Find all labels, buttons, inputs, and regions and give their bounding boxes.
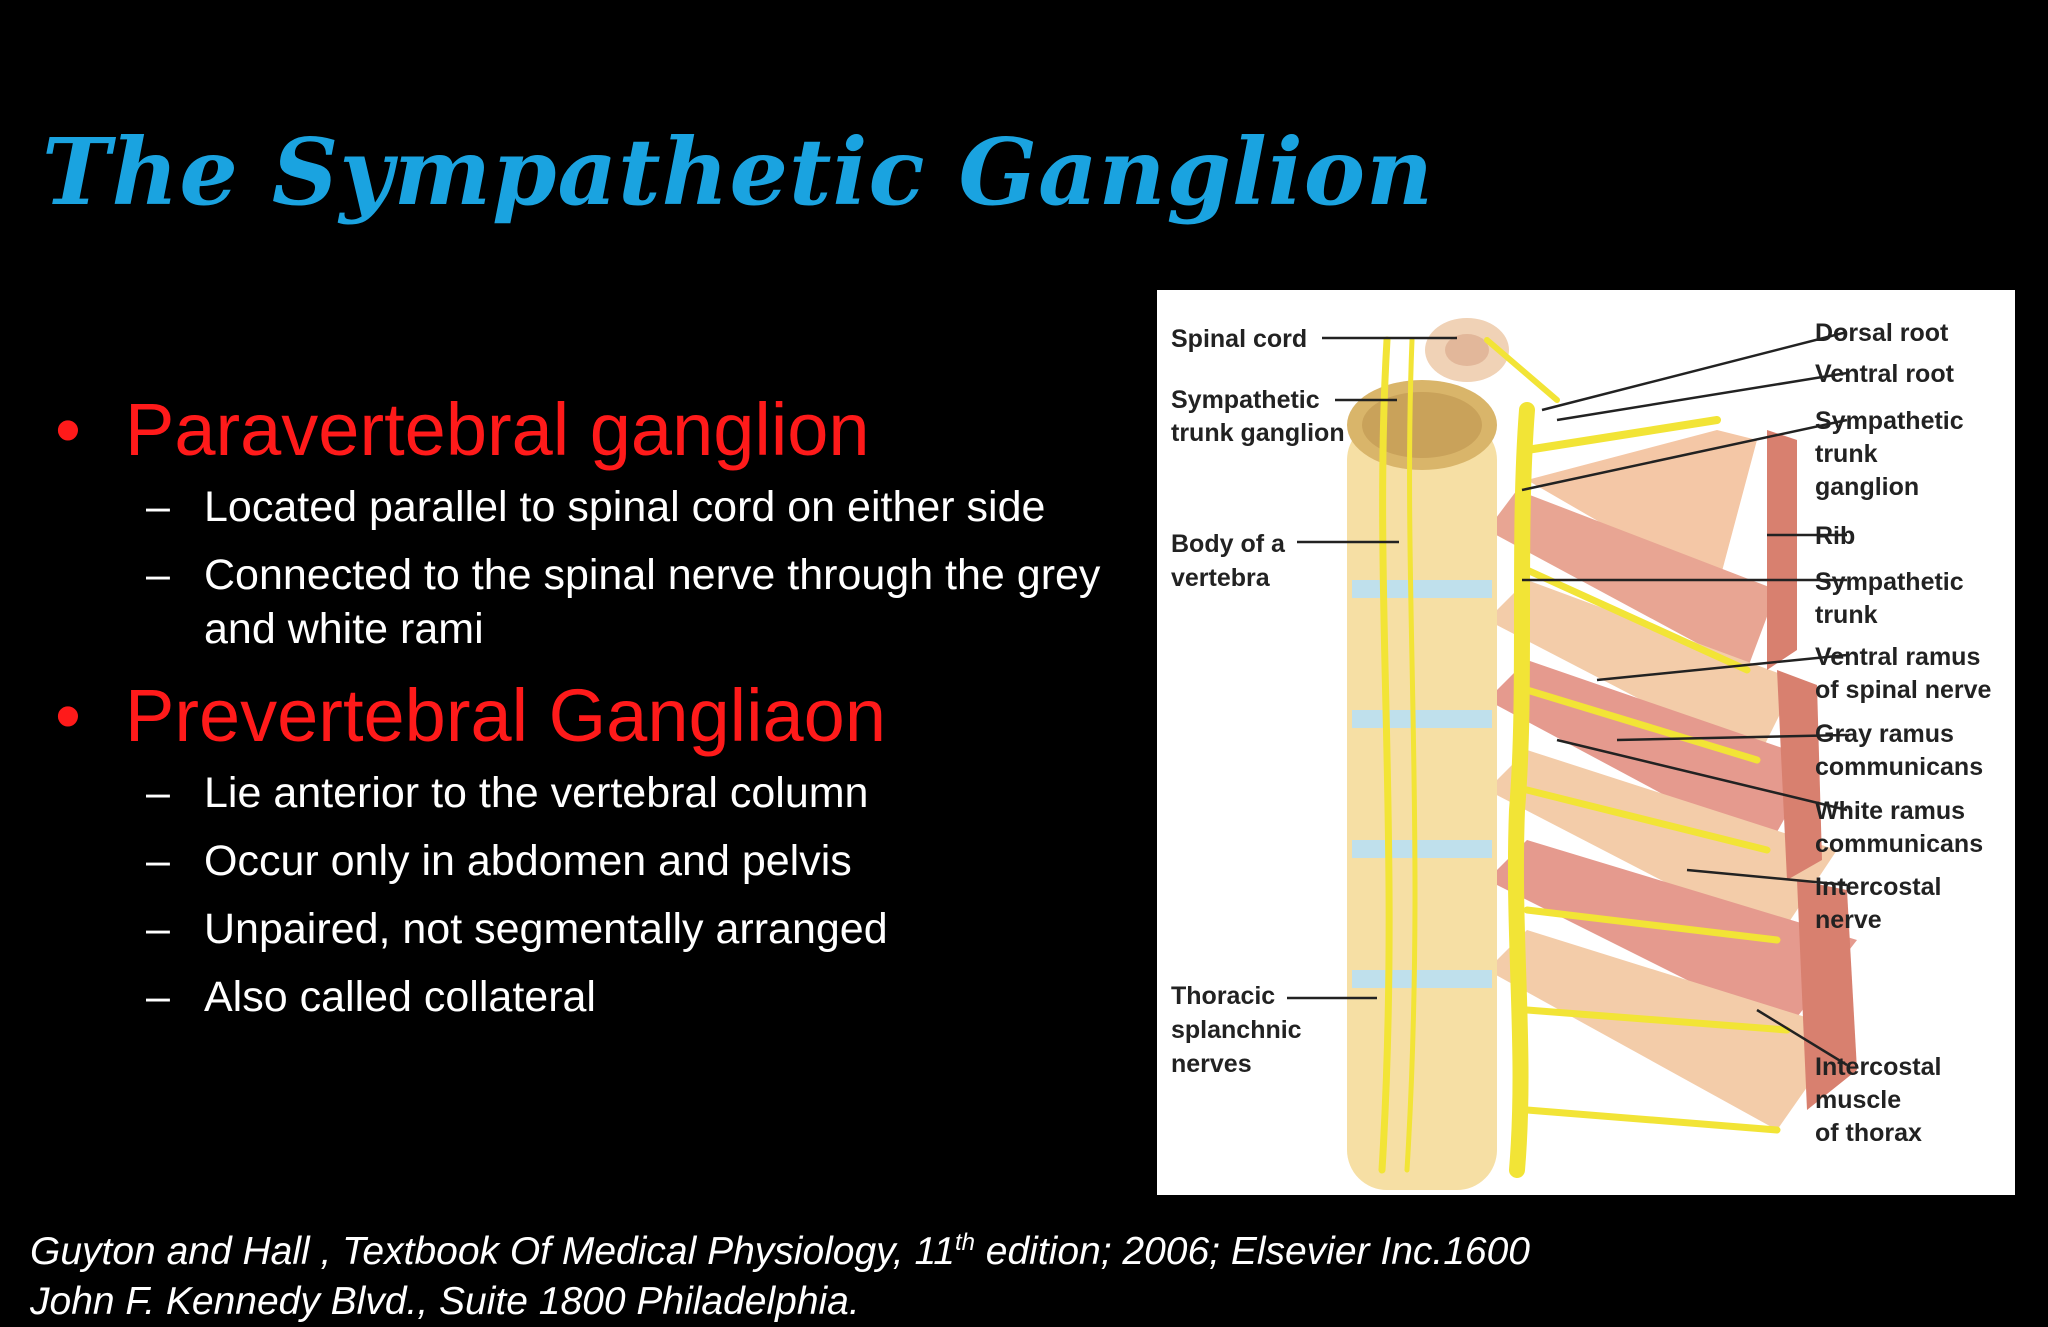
citation: Guyton and Hall , Textbook Of Medical Ph… xyxy=(30,1218,1690,1327)
citation-text: edition; 2006; Elsevier Inc.1600 xyxy=(974,1230,1530,1273)
ribs xyxy=(1487,430,1857,1130)
right-labels: Dorsal root Ventral root Sympathetic tru… xyxy=(1815,319,1992,1147)
citation-superscript: th xyxy=(954,1229,975,1256)
label-body-of-vertebra: Body of a xyxy=(1171,530,1286,558)
label-line: communicans xyxy=(1815,753,1983,781)
bullet-heading-text: Prevertebral Gangliaon xyxy=(125,674,886,757)
label-dorsal-root: Dorsal root xyxy=(1815,319,1949,347)
dash-icon: – xyxy=(146,837,170,885)
sub-bullet-text: Occur only in abdomen and pelvis xyxy=(204,837,852,885)
sympathetic-trunk-nerve xyxy=(1378,336,1791,1178)
label-sympathetic-trunk-ganglion-right: Sympathetic xyxy=(1815,407,1964,435)
label-ventral-root: Ventral root xyxy=(1815,360,1955,388)
label-rib: Rib xyxy=(1815,522,1855,550)
label-thoracic-splanchnic: Thoracic xyxy=(1171,982,1275,1010)
left-labels: Spinal cord Sympathetic trunk ganglion B… xyxy=(1171,325,1345,1078)
label-sympathetic-trunk-ganglion-left: Sympathetic xyxy=(1171,386,1320,414)
vertebral-column xyxy=(1347,318,1509,1190)
bullet-heading-text: Paravertebral ganglion xyxy=(125,388,870,471)
sub-bullet: – Located parallel to spinal cord on eit… xyxy=(55,480,1115,534)
label-intercostal-muscle: Intercostal xyxy=(1815,1053,1941,1081)
label-line: of spinal nerve xyxy=(1815,676,1992,704)
label-line: ganglion xyxy=(1815,473,1919,501)
bullet-dot: • xyxy=(55,674,81,757)
dash-icon: – xyxy=(146,905,170,953)
label-line: trunk ganglion xyxy=(1171,419,1345,447)
label-line: splanchnic xyxy=(1171,1016,1302,1044)
sub-bullet-text: Unpaired, not segmentally arranged xyxy=(204,905,888,953)
label-intercostal-nerve: Intercostal xyxy=(1815,873,1941,901)
label-ventral-ramus: Ventral ramus xyxy=(1815,643,1980,671)
label-line: vertebra xyxy=(1171,564,1271,592)
sub-bullet: – Also called collateral xyxy=(55,970,1115,1024)
label-sympathetic-trunk: Sympathetic xyxy=(1815,568,1964,596)
sub-bullet: – Lie anterior to the vertebral column xyxy=(55,766,1115,820)
sub-bullet: – Occur only in abdomen and pelvis xyxy=(55,834,1115,888)
label-gray-ramus: Gray ramus xyxy=(1815,720,1954,748)
sub-bullet: – Connected to the spinal nerve through … xyxy=(55,548,1115,656)
citation-text: John F. Kennedy Blvd., Suite 1800 Philad… xyxy=(30,1280,860,1323)
label-line: nerves xyxy=(1171,1050,1252,1078)
anatomy-drawing: Spinal cord Sympathetic trunk ganglion B… xyxy=(1171,318,1992,1190)
sub-bullet-text: Also called collateral xyxy=(204,973,596,1021)
bullet-heading-prevertebral: • Prevertebral Gangliaon xyxy=(55,670,1115,762)
label-white-ramus: White ramus xyxy=(1815,797,1965,825)
label-spinal-cord: Spinal cord xyxy=(1171,325,1307,353)
sub-bullet-text: Located parallel to spinal cord on eithe… xyxy=(204,483,1046,531)
citation-text: Guyton and Hall , Textbook Of Medical Ph… xyxy=(30,1230,955,1273)
label-line: trunk xyxy=(1815,440,1878,468)
label-line: trunk xyxy=(1815,601,1878,629)
sub-bullet-text: Connected to the spinal nerve through th… xyxy=(204,551,1101,653)
sympathetic-trunk-illustration: Spinal cord Sympathetic trunk ganglion B… xyxy=(1157,290,2015,1195)
slide-title: The Sympathetic Ganglion xyxy=(42,118,1435,226)
bullet-list: • Paravertebral ganglion – Located paral… xyxy=(55,380,1115,1024)
dash-icon: – xyxy=(146,769,170,817)
leader-lines xyxy=(1287,330,1848,1067)
label-line: muscle xyxy=(1815,1086,1901,1114)
bullet-dot: • xyxy=(55,388,81,471)
label-line: nerve xyxy=(1815,906,1882,934)
bullet-heading-paravertebral: • Paravertebral ganglion xyxy=(55,384,1115,476)
label-line: communicans xyxy=(1815,830,1983,858)
dash-icon: – xyxy=(146,483,170,531)
dash-icon: – xyxy=(146,551,170,599)
sub-bullet: – Unpaired, not segmentally arranged xyxy=(55,902,1115,956)
sub-bullet-text: Lie anterior to the vertebral column xyxy=(204,769,869,817)
label-line: of thorax xyxy=(1815,1119,1922,1147)
dash-icon: – xyxy=(146,973,170,1021)
